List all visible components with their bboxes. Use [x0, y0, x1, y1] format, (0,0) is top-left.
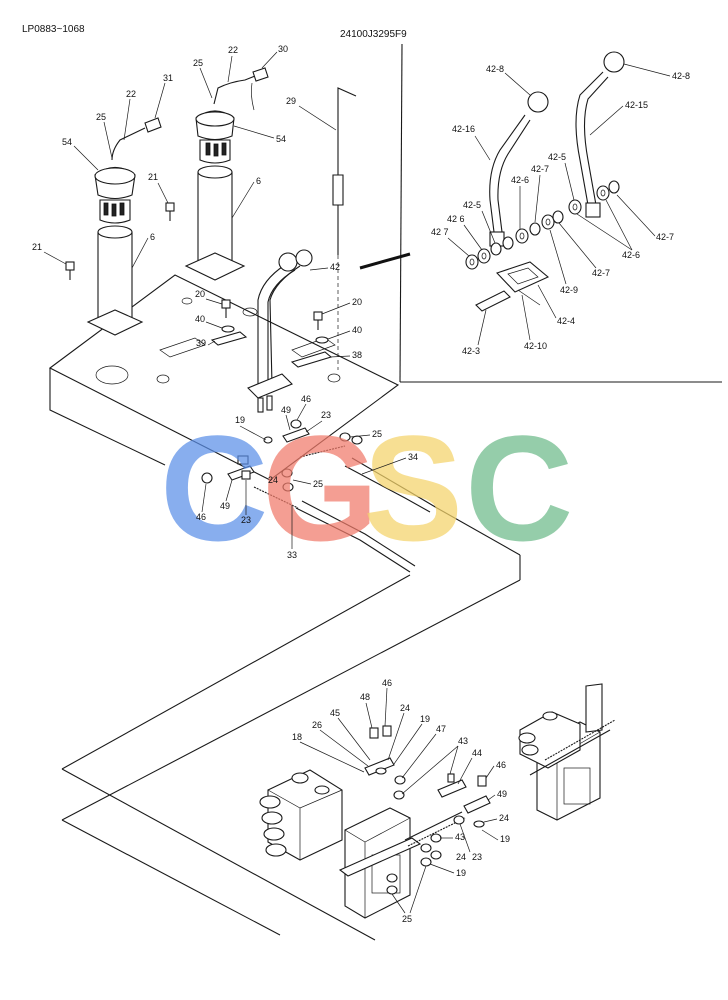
label-b19-lower: 19: [456, 868, 466, 878]
knob-42-8-left: [527, 91, 549, 113]
label-40-right: 40: [352, 325, 362, 335]
label-b23: 23: [472, 852, 482, 862]
rod-29: [332, 87, 357, 370]
label-b24-right: 24: [499, 813, 509, 823]
right-pilot-column: [184, 67, 269, 281]
label-b43-top: 43: [458, 736, 468, 746]
label-42-7-left: 42-7: [531, 164, 549, 174]
label-25-mid: 25: [313, 479, 323, 489]
label-42-6-left: 42-6: [511, 175, 529, 185]
label-b24-top: 24: [400, 703, 410, 713]
label-54-left: 54: [62, 137, 72, 147]
label-22-left: 22: [126, 89, 136, 99]
label-19-upper: 19: [235, 415, 245, 425]
label-29: 29: [286, 96, 296, 106]
lower-labels: 46 48 45 24 26 19 18 47 43 44 46 49 24 1…: [292, 678, 510, 924]
serial-range-text: LP0883~1068: [22, 24, 85, 35]
label-46-lower: 46: [196, 512, 206, 522]
label-b46-right: 46: [496, 760, 506, 770]
label-54-right: 54: [276, 134, 286, 144]
label-42-7-far-left: 42 7: [431, 227, 449, 237]
inset-pointer-line: [359, 252, 411, 270]
control-valve-right: [518, 711, 581, 769]
label-42-8-right: 42-8: [672, 71, 690, 81]
label-42-5-right: 42-5: [548, 152, 566, 162]
bracket-42-9: [496, 261, 550, 293]
label-42-6-right: 42-6: [622, 250, 640, 260]
label-42-7-right: 42-7: [656, 232, 674, 242]
label-b47: 47: [436, 724, 446, 734]
label-b48: 48: [360, 692, 370, 702]
label-b26: 26: [312, 720, 322, 730]
lever-42: [247, 249, 313, 413]
upper-labels: 22 30 25 31 22 25 54 54 29 6 6 21 21 42 …: [32, 44, 418, 560]
label-42-4: 42-4: [557, 316, 575, 326]
label-42-9: 42-9: [560, 285, 578, 295]
watermark: C G S C: [160, 404, 573, 572]
label-33: 33: [287, 550, 297, 560]
cable-linkage-upper: [201, 419, 438, 573]
label-49-upper: 49: [281, 405, 291, 415]
label-21-upper: 21: [148, 172, 158, 182]
label-b24-lower: 24: [456, 852, 466, 862]
inset-labels: 42-8 42-8 42-16 42-15 42-5 42-6 42-7 42-…: [431, 63, 690, 356]
label-20-left: 20: [195, 289, 205, 299]
label-42-10: 42-10: [524, 341, 547, 351]
pin-42-3: [475, 290, 511, 312]
label-b45: 45: [330, 708, 340, 718]
label-21-lower: 21: [32, 242, 42, 252]
label-b19-right: 19: [500, 834, 510, 844]
cable-run-lines: [61, 507, 521, 941]
label-b46-top: 46: [382, 678, 392, 688]
label-b49: 49: [497, 789, 507, 799]
label-b18: 18: [292, 732, 302, 742]
label-34: 34: [408, 452, 418, 462]
label-30: 30: [278, 44, 288, 54]
label-b44: 44: [472, 748, 482, 758]
watermark-letter-g: G: [262, 404, 379, 572]
label-42-8-left: 42-8: [486, 64, 504, 74]
label-31: 31: [163, 73, 173, 83]
label-b43-lower: 43: [455, 832, 465, 842]
label-40-left: 40: [195, 314, 205, 324]
base-plate: [48, 274, 400, 481]
label-49-lower: 49: [220, 501, 230, 511]
label-42-5-left: 42-5: [463, 200, 481, 210]
label-24-upper: 24: [268, 475, 278, 485]
diagram-code-text: 24100J3295F9: [340, 29, 407, 40]
inset-washers-left: [465, 180, 620, 270]
label-46-upper: 46: [301, 394, 311, 404]
label-22-right: 22: [228, 45, 238, 55]
control-valve-left: [259, 769, 343, 861]
label-42-main: 42: [330, 262, 340, 272]
label-42-7-lower: 42-7: [592, 268, 610, 278]
label-42-6-far-left: 42 6: [447, 214, 465, 224]
inset-lever-assembly: [465, 51, 625, 312]
label-39: 39: [196, 338, 206, 348]
label-23-lower: 23: [241, 515, 251, 525]
label-b19-top: 19: [420, 714, 430, 724]
watermark-letter-s: S: [363, 404, 463, 572]
label-42-15: 42-15: [625, 100, 648, 110]
label-b25: 25: [402, 914, 412, 924]
label-42-3: 42-3: [462, 346, 480, 356]
label-23-upper: 23: [321, 410, 331, 420]
label-25-left: 25: [96, 112, 106, 122]
label-38: 38: [352, 350, 362, 360]
lower-linkage: [364, 719, 616, 895]
label-25-right: 25: [193, 58, 203, 68]
inset-frame: [359, 43, 722, 383]
label-25-upper: 25: [372, 429, 382, 439]
label-42-16: 42-16: [452, 124, 475, 134]
label-6-left: 6: [150, 232, 155, 242]
left-pilot-column: [86, 117, 162, 336]
label-20-right: 20: [352, 297, 362, 307]
knob-42-8-right: [603, 51, 625, 73]
label-6-right: 6: [256, 176, 261, 186]
watermark-letter-c2: C: [465, 404, 573, 572]
upper-fasteners: [65, 202, 333, 368]
bracket-stand-center: [338, 807, 422, 919]
watermark-letter-c1: C: [160, 404, 268, 572]
